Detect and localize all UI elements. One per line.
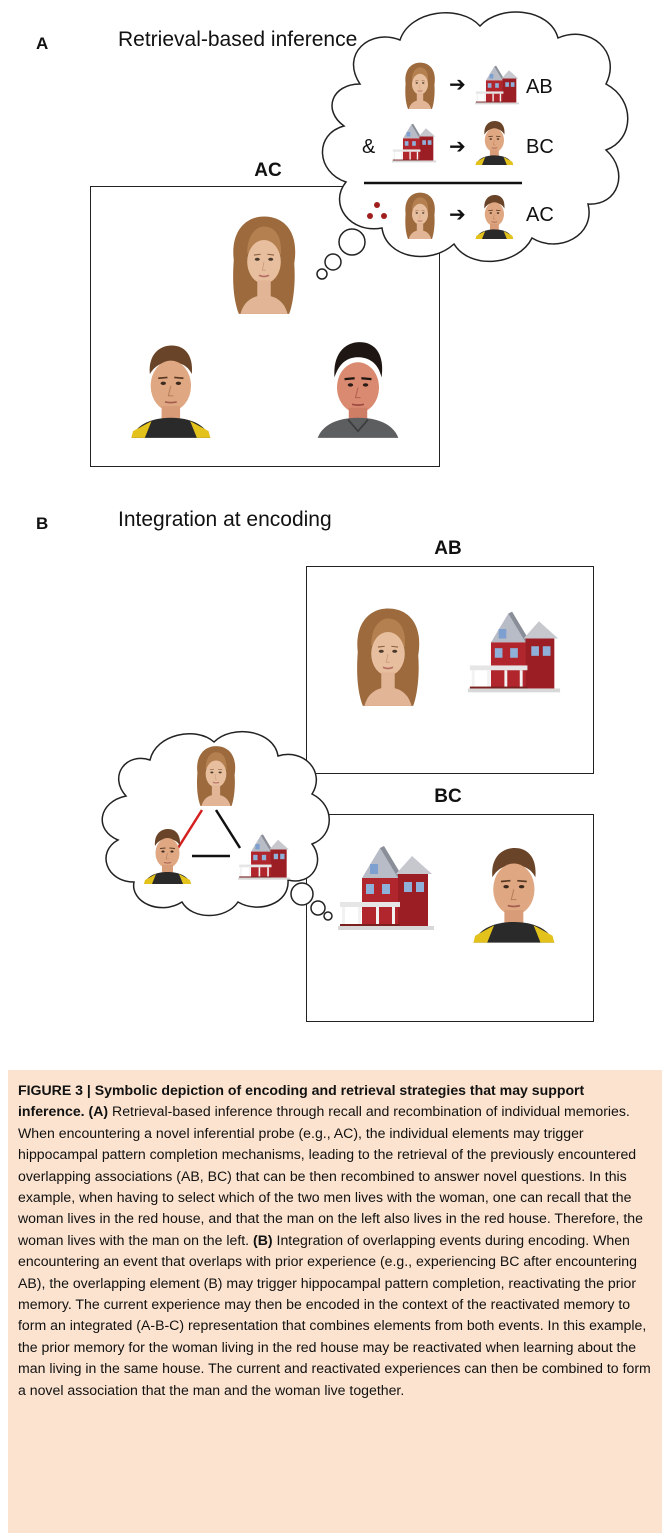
caption-a-label: (A) <box>88 1103 109 1120</box>
cloud-woman-1 <box>404 62 436 110</box>
cloud-line-3-label: AC <box>526 204 554 226</box>
cloud-line-2-prefix: & <box>362 136 376 158</box>
caption-a-text: Retrieval-based inference through recall… <box>18 1103 643 1248</box>
cloud-line-2-label: BC <box>526 136 554 158</box>
cloud-man-1 <box>475 120 514 166</box>
bc-man-photo <box>472 847 556 944</box>
arrow-icon: ➔ <box>449 136 466 158</box>
frame-ab <box>306 566 594 774</box>
man-right-photo <box>316 341 400 439</box>
cloud-b-woman <box>196 745 236 806</box>
panel-b-title: Integration at encoding <box>118 508 332 531</box>
figure-caption: FIGURE 3 | Symbolic depiction of encodin… <box>8 1070 662 1533</box>
caption-b-label: (B) <box>253 1231 273 1248</box>
cloud-house-2 <box>391 123 437 163</box>
thought-cloud-a <box>316 11 629 280</box>
arrow-icon: ➔ <box>449 74 466 96</box>
cloud-b-house <box>238 834 290 880</box>
panel-a-frame <box>90 186 440 467</box>
ab-woman-photo <box>356 607 421 707</box>
woman-photo <box>232 215 297 315</box>
caption-heading: FIGURE 3 | Symbolic depiction of encodin… <box>18 1082 585 1120</box>
panel-a-letter: A <box>36 34 49 53</box>
panel-b-letter: B <box>36 514 49 533</box>
frame-ab-label: AB <box>434 538 462 559</box>
cloud-house-1 <box>474 65 520 105</box>
panel-a-frame-label: AC <box>254 160 282 181</box>
cloud-b-man <box>143 828 192 884</box>
arrow-icon: ➔ <box>449 204 466 226</box>
caption-b-text: Integration of overlapping events during… <box>18 1231 651 1398</box>
frame-bc-label: BC <box>434 786 462 807</box>
cloud-line-1-label: AB <box>526 76 553 98</box>
panel-a-title: Retrieval-based inference <box>118 28 358 51</box>
therefore-icon <box>367 202 387 219</box>
cloud-man-2 <box>475 194 514 240</box>
man-left-photo <box>130 344 212 439</box>
ab-house-photo <box>467 611 561 693</box>
bc-house-photo <box>338 846 434 930</box>
cloud-woman-2 <box>404 192 436 240</box>
frame-bc <box>306 814 594 1022</box>
